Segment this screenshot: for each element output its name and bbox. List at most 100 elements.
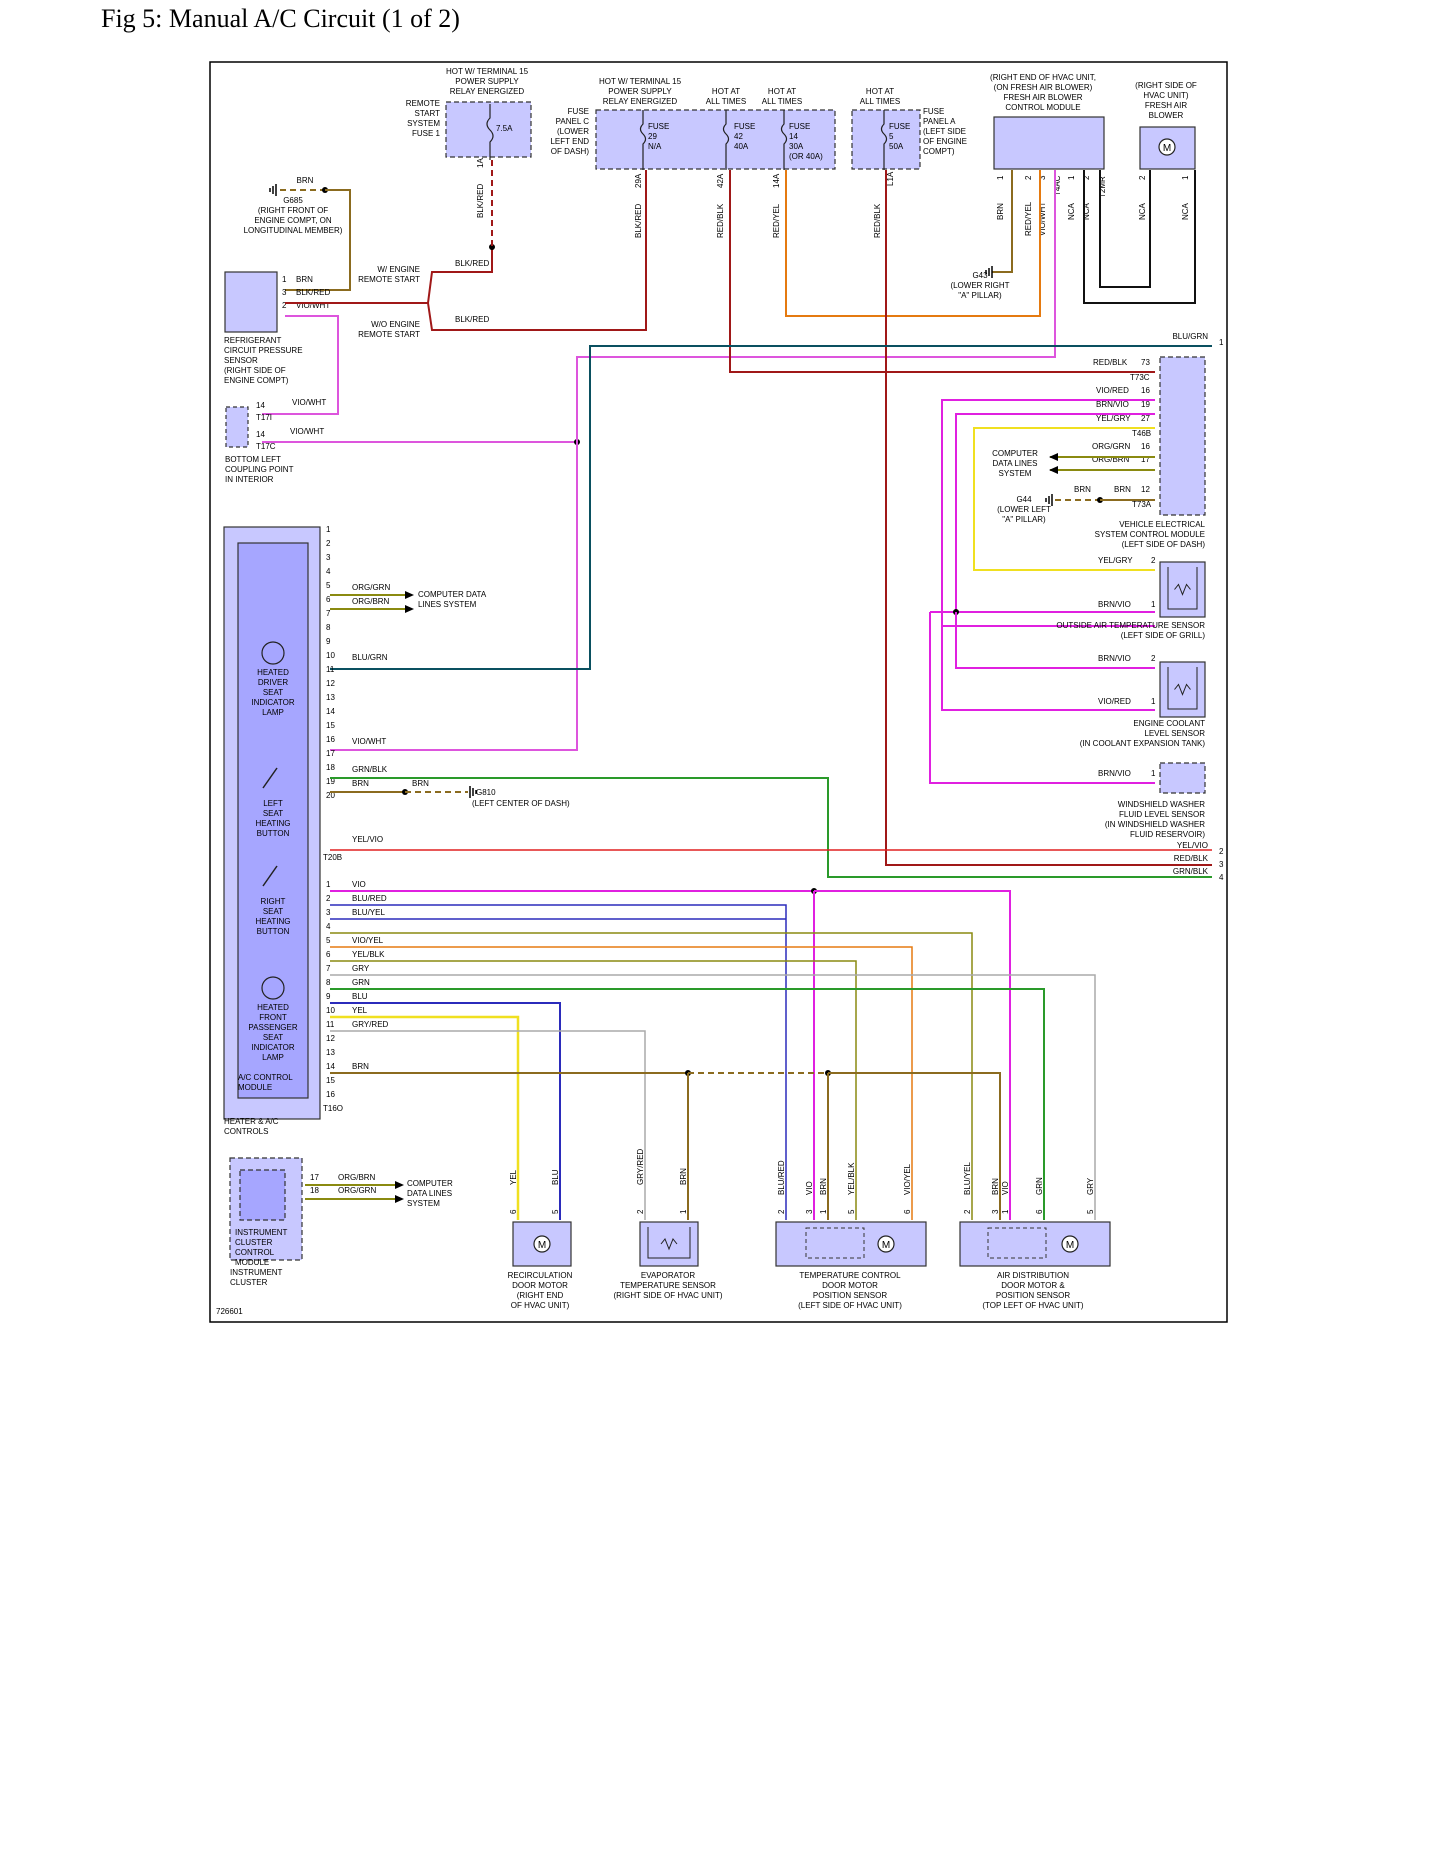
label-text: (IN COOLANT EXPANSION TANK): [1080, 739, 1206, 748]
cdl-arrow-icon: [395, 1181, 404, 1189]
label-text: VIO/YEL: [352, 936, 384, 945]
label-text: 5: [1086, 1209, 1095, 1214]
label-text: AIR DISTRIBUTION: [997, 1271, 1069, 1280]
label-text: 1: [326, 880, 331, 889]
label-text: GRY: [1086, 1177, 1095, 1195]
cdl-arrow-icon: [395, 1195, 404, 1203]
label-text: BLK/RED: [455, 315, 489, 324]
label-text: (RIGHT FRONT OF: [258, 206, 328, 215]
motor-letter: M: [1066, 1240, 1074, 1251]
label-text: CONTROL MODULE: [1005, 103, 1080, 112]
label-text: 50A: [889, 142, 904, 151]
nca-wire-b: [1099, 170, 1151, 288]
label-text: CONTROLS: [224, 1127, 268, 1136]
label-text: VEHICLE ELECTRICAL: [1119, 520, 1205, 529]
label-text: 14: [326, 707, 335, 716]
label-text: COMPUTER: [992, 449, 1038, 458]
nca-wire-a: [1083, 170, 1196, 304]
label-text: OUTSIDE AIR TEMPERATURE SENSOR: [1056, 621, 1205, 630]
label-text: PASSENGER: [248, 1023, 297, 1032]
label-text: FRONT: [259, 1013, 287, 1022]
label-text: BRN: [412, 779, 429, 788]
label-text: MODULE: [238, 1083, 272, 1092]
sensor-element: [647, 1227, 691, 1259]
label-text: VIO/RED: [1096, 386, 1129, 395]
label-text: YEL/VIO: [1177, 841, 1208, 850]
label-text: YEL/GRY: [1098, 556, 1133, 565]
thermistor-icon: [1174, 583, 1191, 596]
label-text: ORG/GRN: [338, 1186, 376, 1195]
fuse-icon: [639, 110, 647, 170]
label-text: GRY/RED: [352, 1020, 389, 1029]
label-text: DOOR MOTOR: [822, 1281, 878, 1290]
label-text: 5: [551, 1209, 560, 1214]
evaporator-temperature-sensor: [639, 1221, 699, 1267]
label-text: 29A: [634, 173, 643, 188]
label-text: RECIRCULATION: [508, 1271, 573, 1280]
fuse-icon: [486, 104, 494, 160]
label-text: BRN: [991, 1178, 1000, 1195]
label-text: 3: [326, 553, 331, 562]
label-text: FUSE: [923, 107, 944, 116]
label-text: 13: [326, 1048, 335, 1057]
label-text: OF DASH): [551, 147, 590, 156]
ac-control-module: [237, 542, 309, 1099]
label-text: 1: [326, 525, 331, 534]
label-text: 1: [1151, 600, 1156, 609]
label-text: RELAY ENERGIZED: [603, 97, 678, 106]
label-text: BRN/VIO: [1096, 400, 1129, 409]
label-text: HEATING: [256, 917, 291, 926]
cdl-arrow-icon: [1049, 466, 1058, 474]
label-text: 2: [1082, 175, 1091, 180]
label-text: HEATED: [257, 1003, 289, 1012]
yel-wire: [330, 1015, 520, 1220]
label-text: 14A: [772, 173, 781, 188]
label-text: 1: [996, 175, 1005, 180]
instrument-cluster-control-module: [239, 1169, 286, 1221]
label-text: 8: [326, 623, 331, 632]
label-text: DATA LINES: [407, 1189, 452, 1198]
label-text: 19: [326, 777, 335, 786]
label-text: MODULE: [235, 1258, 269, 1267]
fuse-icon: [780, 110, 788, 170]
label-text: 10: [326, 651, 335, 660]
label-text: 7: [326, 964, 331, 973]
label-text: 1: [1219, 338, 1224, 347]
label-text: T73A: [1132, 500, 1152, 509]
label-text: LAMP: [262, 1053, 284, 1062]
label-text: ORG/BRN: [1092, 455, 1130, 464]
label-text: BLU/YEL: [352, 908, 385, 917]
label-text: RELAY ENERGIZED: [450, 87, 525, 96]
label-text: ORG/GRN: [352, 583, 390, 592]
label-text: 14: [326, 1062, 335, 1071]
label-text: BRN: [996, 203, 1005, 220]
label-text: 27: [1141, 414, 1150, 423]
label-text: HVAC UNIT): [1143, 91, 1189, 100]
label-text: 2: [1138, 175, 1147, 180]
label-text: 2: [963, 1209, 972, 1214]
label-text: SENSOR: [224, 356, 258, 365]
label-text: REMOTE START: [358, 330, 420, 339]
label-text: DOOR MOTOR: [512, 1281, 568, 1290]
label-text: 12: [326, 679, 335, 688]
label-text: G810: [476, 788, 496, 797]
label-text: (LOWER: [557, 127, 589, 136]
label-text: BRN: [679, 1168, 688, 1185]
label-text: 5: [326, 936, 331, 945]
label-text: SYSTEM CONTROL MODULE: [1095, 530, 1205, 539]
label-text: 1: [679, 1209, 688, 1214]
label-text: (ON FRESH AIR BLOWER): [994, 83, 1093, 92]
label-text: (LEFT SIDE OF HVAC UNIT): [798, 1301, 902, 1310]
label-text: (RIGHT SIDE OF: [224, 366, 286, 375]
refrig-brn-wire: [285, 189, 351, 291]
label-text: T16O: [323, 1104, 343, 1113]
label-text: BLU/GRN: [1172, 332, 1208, 341]
sensor-element: [1167, 667, 1198, 710]
label-text: BLU: [352, 992, 368, 1001]
label-text: BLK/RED: [296, 288, 330, 297]
label-text: GRN/BLK: [1173, 867, 1209, 876]
label-text: G43: [972, 271, 988, 280]
label-text: BRN/VIO: [1098, 654, 1131, 663]
label-text: 13: [326, 693, 335, 702]
grn-wire: [330, 988, 1045, 1220]
